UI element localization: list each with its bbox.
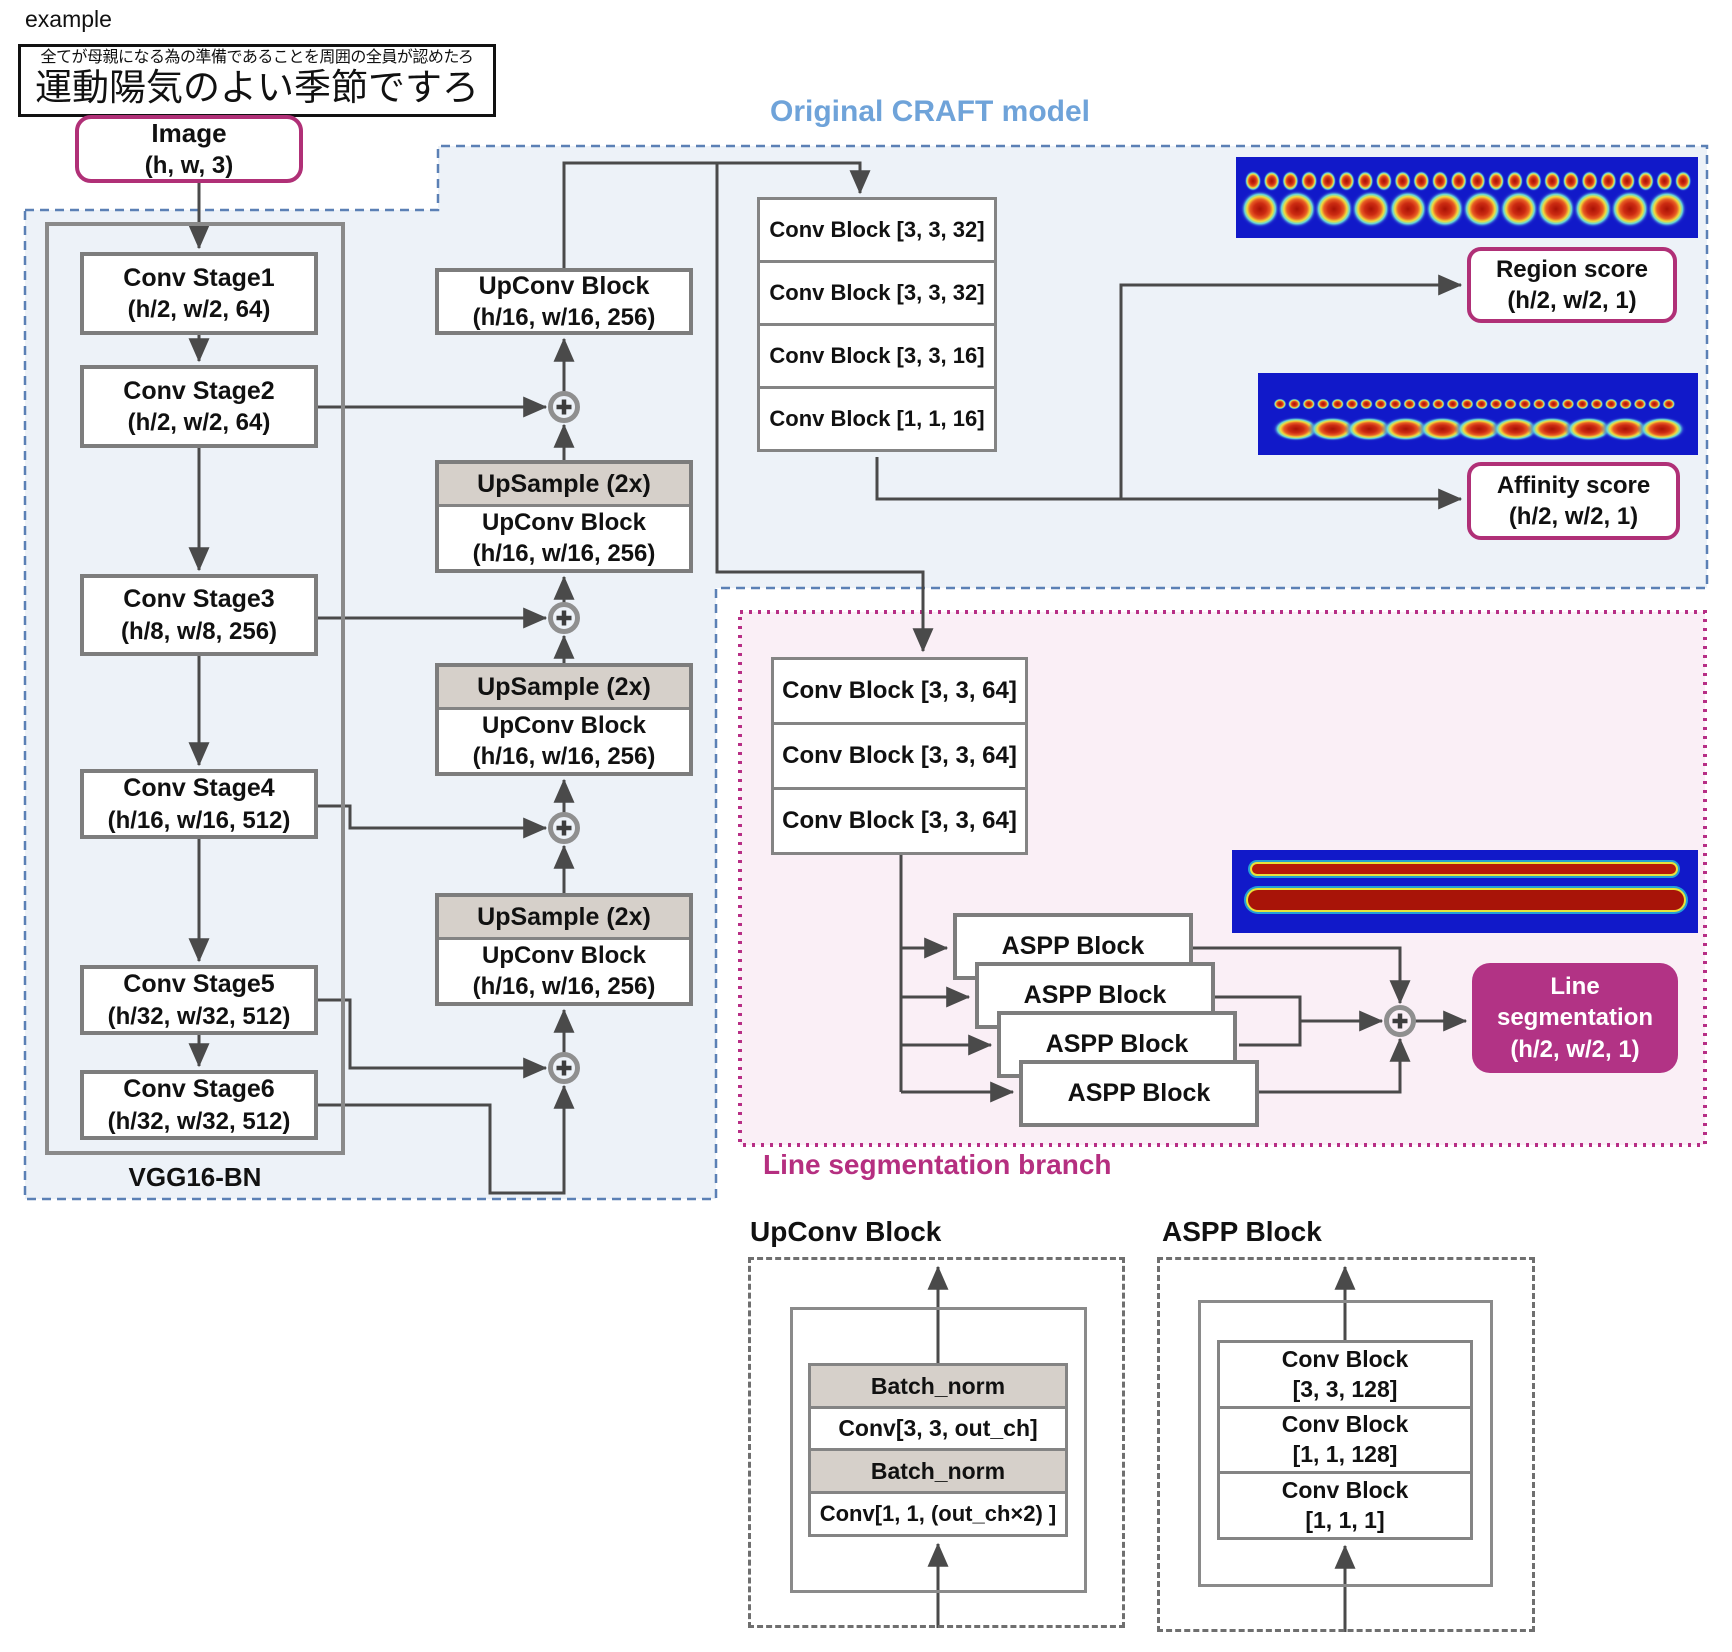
craft-head-block: Conv Block [3, 3, 32]	[757, 197, 997, 263]
region-score-shape: (h/2, w/2, 1)	[1507, 287, 1637, 314]
vgg-backbone-box	[45, 222, 345, 1155]
region-score-name: Region score	[1495, 255, 1649, 283]
aspp-detail-title: ASPP Block	[1162, 1216, 1322, 1247]
upconv-top-shape: (h/16, w/16, 256)	[472, 304, 656, 332]
conv-stage5-box: Conv Stage5 (h/32, w/32, 512)	[80, 965, 318, 1035]
aspp-layer-name: Conv Block	[1281, 1476, 1409, 1503]
aspp-block-label: ASPP Block	[1023, 981, 1167, 1010]
upconv-detail-outer	[748, 1257, 1125, 1628]
upsample-header: UpSample (2x)	[439, 897, 689, 940]
upconv-top-box: UpConv Block (h/16, w/16, 256)	[435, 268, 693, 335]
line-seg-shape: (h/2, w/2, 1)	[1510, 1035, 1640, 1063]
input-image-shape: (h, w, 3)	[144, 151, 234, 179]
conv-stage6-box: Conv Stage6 (h/32, w/32, 512)	[80, 1070, 318, 1140]
conv-stage6-shape: (h/32, w/32, 512)	[107, 1107, 291, 1135]
upconv-shape: (h/16, w/16, 256)	[472, 972, 656, 1000]
upconv-shape: (h/16, w/16, 256)	[472, 539, 656, 567]
conv-stage4-shape: (h/16, w/16, 512)	[107, 806, 291, 834]
aspp-block-label: ASPP Block	[1045, 1030, 1189, 1059]
conv-stage6-name: Conv Stage6	[123, 1075, 275, 1104]
line-seg-line2: segmentation	[1496, 1004, 1654, 1032]
sample-text-line2: 運動陽気のよい季節ですろ	[35, 68, 479, 109]
upsample-block-3: UpSample (2x) UpConv Block (h/16, w/16, …	[435, 893, 693, 1006]
conv-stage1-box: Conv Stage1 (h/2, w/2, 64)	[80, 252, 318, 335]
craft-title: Original CRAFT model	[770, 95, 1091, 128]
craft-head-block: Conv Block [3, 3, 16]	[757, 323, 997, 389]
branch-conv-block: Conv Block [3, 3, 64]	[771, 722, 1028, 790]
region-score-heatmap	[1236, 157, 1698, 238]
craft-head-block: Conv Block [1, 1, 16]	[757, 386, 997, 452]
line-seg-line1: Line	[1550, 973, 1600, 1001]
conv-stage2-box: Conv Stage2 (h/2, w/2, 64)	[80, 365, 318, 448]
aspp-block-4: ASPP Block	[1019, 1060, 1259, 1127]
example-label: example	[25, 6, 112, 32]
aspp-layer-name: Conv Block	[1281, 1411, 1409, 1438]
sample-text-line1: 全てが母親になる為の準備であることを周囲の全員が認めたろ	[40, 49, 474, 66]
sum-node-icons	[548, 391, 1416, 1084]
aspp-conv-layer: Conv Block [1, 1, 1]	[1217, 1471, 1473, 1540]
aspp-layer-shape: [1, 1, 1]	[1305, 1506, 1385, 1533]
input-image-box: Image (h, w, 3)	[75, 115, 303, 183]
sum-node-icon	[548, 1052, 580, 1084]
conv-stage2-name: Conv Stage2	[123, 376, 275, 405]
aspp-layer-shape: [1, 1, 128]	[1292, 1441, 1398, 1467]
conv-stage3-shape: (h/8, w/8, 256)	[120, 617, 278, 645]
aspp-detail-outer	[1157, 1257, 1535, 1632]
conv-layer: Conv[1, 1, (out_ch×2) ]	[808, 1491, 1068, 1537]
craft-head-stack: Conv Block [3, 3, 32] Conv Block [3, 3, …	[757, 197, 997, 452]
aspp-conv-layer: Conv Block [3, 3, 128]	[1217, 1340, 1473, 1409]
upconv-name: UpConv Block	[481, 711, 646, 739]
conv-stage3-box: Conv Stage3 (h/8, w/8, 256)	[80, 574, 318, 656]
conv-stage2-shape: (h/2, w/2, 64)	[127, 409, 271, 437]
upconv-name: UpConv Block	[481, 508, 646, 536]
upconv-detail-inner	[790, 1307, 1087, 1593]
branch-conv-block: Conv Block [3, 3, 64]	[771, 787, 1028, 855]
sum-node-icon	[1384, 1005, 1416, 1037]
upsample-header: UpSample (2x)	[439, 667, 689, 710]
upsample-block-1: UpSample (2x) UpConv Block (h/16, w/16, …	[435, 460, 693, 573]
affinity-score-name: Affinity score	[1496, 471, 1651, 499]
branch-conv-block: Conv Block [3, 3, 64]	[771, 657, 1028, 725]
conv-stage3-name: Conv Stage3	[123, 585, 275, 614]
aspp-detail-inner	[1198, 1300, 1493, 1587]
conv-stage1-shape: (h/2, w/2, 64)	[127, 296, 271, 324]
aspp-block-label: ASPP Block	[1001, 932, 1145, 961]
conv-stage5-name: Conv Stage5	[123, 970, 275, 999]
sum-node-icon	[548, 812, 580, 844]
aspp-detail-stack: Conv Block [3, 3, 128] Conv Block [1, 1,…	[1217, 1340, 1473, 1540]
branch-conv-stack: Conv Block [3, 3, 64] Conv Block [3, 3, …	[771, 657, 1028, 855]
affinity-score-heatmap	[1258, 373, 1698, 455]
aspp-layer-name: Conv Block	[1281, 1345, 1409, 1372]
upconv-name: UpConv Block	[481, 941, 646, 969]
upsample-header: UpSample (2x)	[439, 464, 689, 507]
aspp-block-label: ASPP Block	[1067, 1079, 1211, 1108]
conv-stage5-shape: (h/32, w/32, 512)	[107, 1002, 291, 1030]
batch-norm-layer: Batch_norm	[808, 1448, 1068, 1494]
conv-stage4-name: Conv Stage4	[123, 774, 275, 803]
vgg-backbone-label: VGG16-BN	[128, 1162, 262, 1192]
upconv-top-name: UpConv Block	[478, 271, 650, 300]
input-image-title: Image	[151, 118, 227, 149]
conv-stage1-name: Conv Stage1	[123, 263, 275, 292]
sum-node-icon	[548, 602, 580, 634]
upconv-shape: (h/16, w/16, 256)	[472, 742, 656, 770]
upconv-detail-title: UpConv Block	[750, 1216, 942, 1247]
aspp-conv-layer: Conv Block [1, 1, 128]	[1217, 1406, 1473, 1474]
affinity-score-shape: (h/2, w/2, 1)	[1508, 503, 1639, 530]
batch-norm-layer: Batch_norm	[808, 1363, 1068, 1409]
craft-head-block: Conv Block [3, 3, 32]	[757, 260, 997, 326]
upconv-detail-stack: Batch_norm Conv[3, 3, out_ch] Batch_norm…	[808, 1363, 1068, 1537]
line-branch-title: Line segmentation branch	[763, 1149, 1112, 1180]
aspp-layer-shape: [3, 3, 128]	[1292, 1375, 1398, 1402]
affinity-score-box: Affinity score (h/2, w/2, 1)	[1467, 462, 1680, 540]
line-segmentation-output-box: Line segmentation (h/2, w/2, 1)	[1472, 963, 1678, 1073]
conv-stage4-box: Conv Stage4 (h/16, w/16, 512)	[80, 769, 318, 839]
conv-layer: Conv[3, 3, out_ch]	[808, 1406, 1068, 1451]
region-score-box: Region score (h/2, w/2, 1)	[1467, 247, 1677, 323]
sum-node-icon	[548, 391, 580, 423]
sample-text-image: 全てが母親になる為の準備であることを周囲の全員が認めたろ 運動陽気のよい季節です…	[18, 44, 496, 117]
line-segmentation-heatmap	[1232, 850, 1698, 933]
upsample-block-2: UpSample (2x) UpConv Block (h/16, w/16, …	[435, 663, 693, 776]
